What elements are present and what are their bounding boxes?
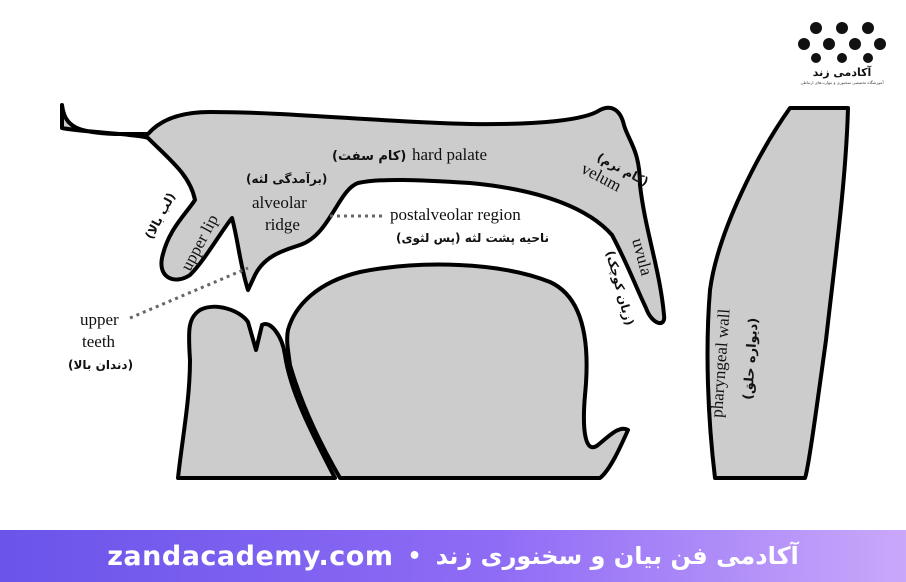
upper-teeth-fa-label: (دندان بالا) [68, 358, 133, 372]
tongue-shape [285, 262, 630, 480]
palate-shape [60, 103, 667, 325]
upper-teeth-label-line2: teeth [82, 332, 116, 351]
hard-palate-fa-label: (کام سفت) [332, 149, 406, 164]
logo-title: آکادمی زند [812, 66, 872, 79]
logo-subtitle: آموزشگاه تخصصی سخنوری و مهارت‌های ارتباط… [800, 80, 884, 85]
footer-banner: zandacademy.com • آکادمی فن بیان و سخنور… [0, 530, 906, 582]
alveolar-label-line2: ridge [265, 215, 300, 234]
diagram-svg: upper lip (لب بالا) (برآمدگی لثه) alveol… [60, 103, 850, 480]
pharyngeal-wall-fa-label: (دیواره حلق) [741, 317, 762, 400]
upper-teeth-pointer [129, 266, 249, 320]
hard-palate-label: hard palate [412, 145, 487, 164]
pharyngeal-wall-shape [705, 106, 850, 480]
postalveolar-fa-label: ناحیه پشت لثه (پس لثوی) [396, 231, 549, 246]
academy-logo: آکادمی زند آموزشگاه تخصصی سخنوری و مهارت… [792, 18, 892, 88]
vocal-tract-diagram: upper lip (لب بالا) (برآمدگی لثه) alveol… [60, 103, 850, 480]
footer-website-link[interactable]: zandacademy.com [107, 540, 394, 572]
footer-separator: • [407, 543, 422, 569]
alveolar-fa-label: (برآمدگی لثه) [246, 171, 327, 186]
lower-lip-shape [176, 304, 337, 480]
upper-teeth-label-line1: upper [80, 310, 119, 329]
people-circle-logo-icon [798, 22, 886, 63]
footer-academy-title: آکادمی فن بیان و سخنوری زند [435, 542, 799, 570]
postalveolar-label: postalveolar region [390, 205, 521, 224]
alveolar-label-line1: alveolar [252, 193, 307, 212]
